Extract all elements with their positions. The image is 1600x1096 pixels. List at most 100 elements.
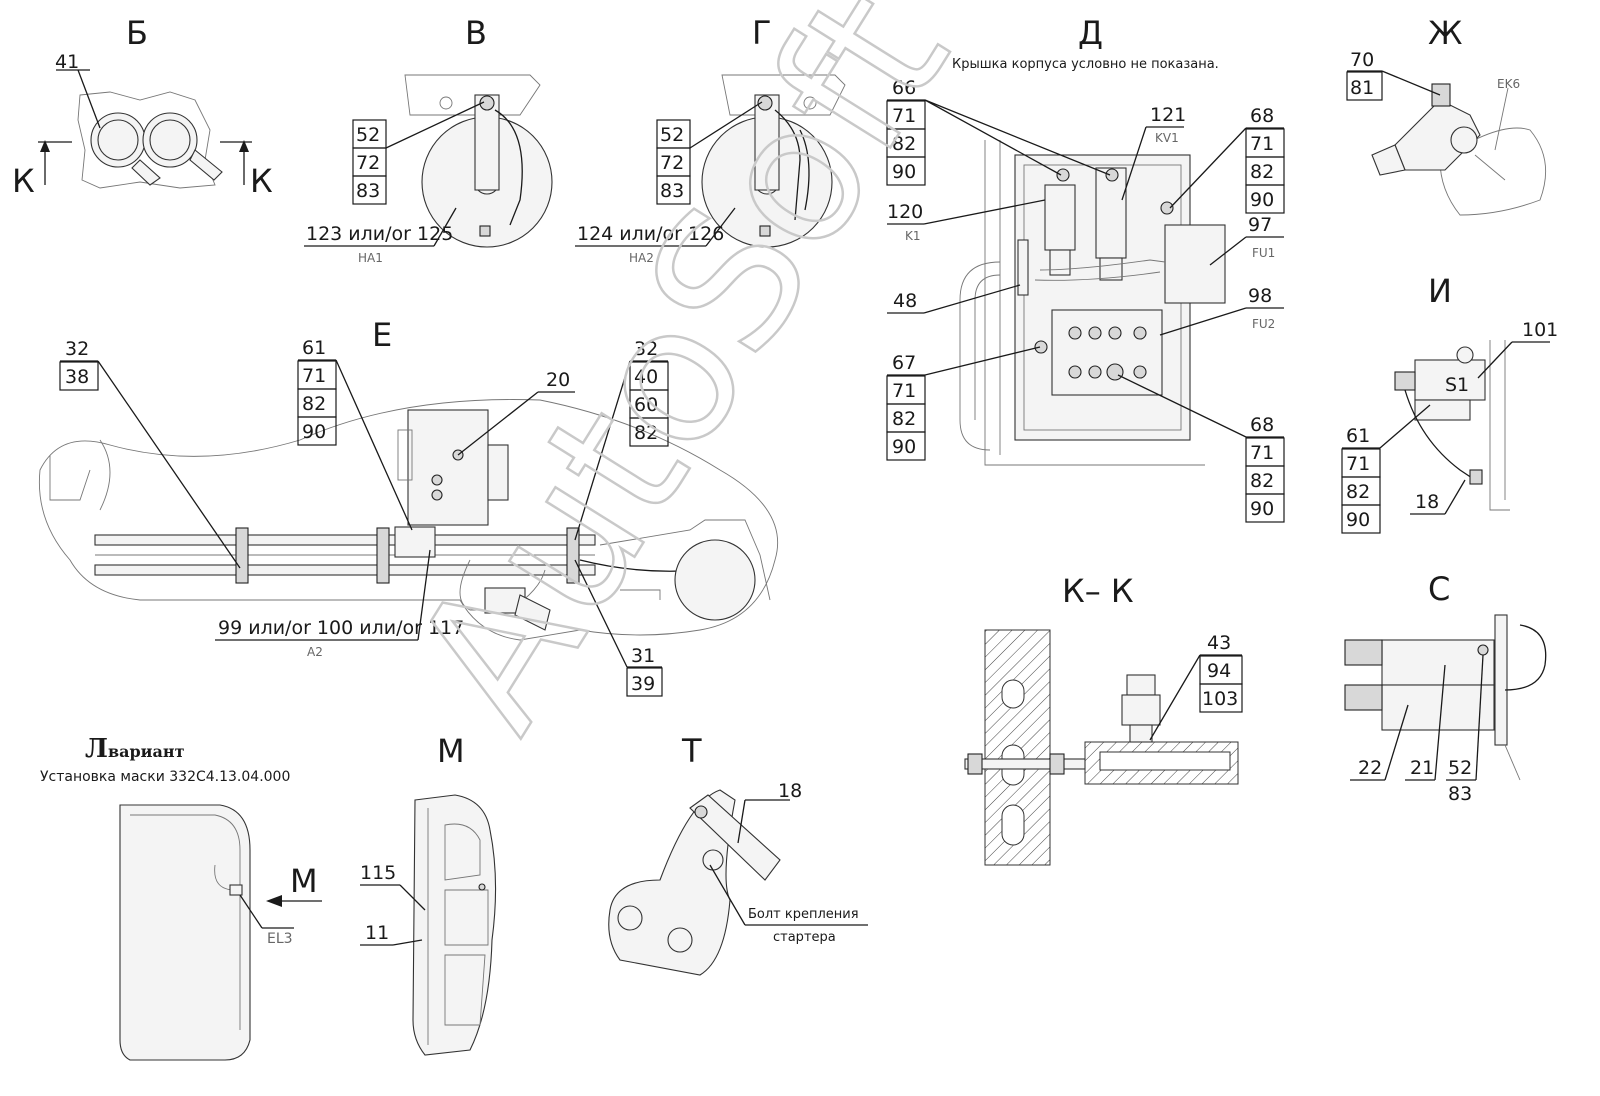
callout-battery-switch: 99 или/or 100 или/or 117 <box>218 617 464 639</box>
svg-text:90: 90 <box>1250 189 1274 211</box>
svg-text:90: 90 <box>1346 509 1370 531</box>
l-variant-word: вариант <box>108 742 185 761</box>
section-k-left: К <box>12 162 35 200</box>
svg-text:71: 71 <box>1250 133 1274 155</box>
svg-text:61: 61 <box>1346 425 1370 447</box>
svg-text:32: 32 <box>65 338 89 360</box>
callout-stack-zh: 70 81 <box>1346 49 1383 101</box>
svg-text:40: 40 <box>634 366 658 388</box>
callout-97: 97 <box>1248 214 1272 236</box>
e-detail-circle <box>674 539 756 621</box>
view-g-title: Г <box>752 14 772 52</box>
svg-text:67: 67 <box>892 352 916 374</box>
svg-text:71: 71 <box>1250 442 1274 464</box>
callout-stack-e-left: 32 38 <box>59 338 99 391</box>
svg-text:82: 82 <box>634 422 658 444</box>
svg-text:82: 82 <box>892 408 916 430</box>
callout-21: 21 <box>1410 757 1434 779</box>
svg-text:82: 82 <box>302 393 326 415</box>
svg-text:31: 31 <box>631 645 655 667</box>
ref-fu1: FU1 <box>1252 246 1275 260</box>
svg-text:71: 71 <box>892 380 916 402</box>
svg-text:52: 52 <box>1448 757 1472 779</box>
callout-stack-66: 66 71 82 90 <box>886 77 926 186</box>
callout-stack-i: 61 71 82 90 <box>1341 425 1381 534</box>
callout-stack-v: 52 72 83 <box>352 119 387 205</box>
ref-ek6: EK6 <box>1497 77 1520 91</box>
svg-text:103: 103 <box>1202 688 1238 710</box>
ref-kv1: KV1 <box>1155 131 1179 145</box>
callout-stack-s: 52 83 <box>1448 757 1472 805</box>
svg-text:70: 70 <box>1350 49 1374 71</box>
view-t-title: Т <box>681 732 702 770</box>
view-s-title: С <box>1428 570 1450 608</box>
svg-text:52: 52 <box>356 124 380 146</box>
svg-text:90: 90 <box>1250 498 1274 520</box>
l-variant: Л вариант Установка маски 332С4.13.04.00… <box>40 734 322 1061</box>
view-e-title: Е <box>372 316 392 354</box>
callout-41: 41 <box>55 51 79 73</box>
view-k-k: К– К 43 94 103 <box>964 572 1243 866</box>
svg-text:66: 66 <box>892 77 916 99</box>
view-v-title: В <box>465 14 487 52</box>
callout-stack-kk: 43 94 103 <box>1199 632 1243 713</box>
view-b: Б 41 К К <box>12 14 273 200</box>
view-t: Т 18 Болт крепления стартера <box>608 732 868 976</box>
svg-text:83: 83 <box>660 180 684 202</box>
callout-20: 20 <box>546 369 570 391</box>
svg-text:82: 82 <box>1346 481 1370 503</box>
view-b-title: Б <box>126 14 148 52</box>
view-i-title: И <box>1428 272 1452 310</box>
ref-ha1: HA1 <box>358 251 383 265</box>
relay-kv1 <box>1095 167 1127 259</box>
callout-115: 115 <box>360 862 396 884</box>
callout-stack-g: 52 72 83 <box>656 119 691 205</box>
view-g: Г 52 72 83 124 или/or 126 HA2 <box>575 14 846 265</box>
svg-text:83: 83 <box>1448 783 1472 805</box>
svg-text:72: 72 <box>356 152 380 174</box>
svg-text:83: 83 <box>356 180 380 202</box>
note-starter-bolt-1: Болт крепления <box>748 907 859 922</box>
svg-text:52: 52 <box>660 124 684 146</box>
l-variant-letter: Л <box>85 734 108 764</box>
callout-stack-e-bottom: 31 39 <box>626 645 663 697</box>
note-starter-bolt-2: стартера <box>773 930 836 945</box>
view-d-title: Д <box>1078 14 1103 52</box>
callout-98: 98 <box>1248 285 1272 307</box>
view-m-title: М <box>437 732 465 770</box>
svg-text:71: 71 <box>1346 453 1370 475</box>
callout-101: 101 <box>1522 319 1558 341</box>
l-variant-subtitle: Установка маски 332С4.13.04.000 <box>40 769 290 785</box>
callout-stack-e-right: 32 40 60 82 <box>629 338 669 447</box>
svg-text:90: 90 <box>302 421 326 443</box>
callout-22: 22 <box>1358 757 1382 779</box>
view-m: М 115 11 <box>360 732 497 1056</box>
svg-text:61: 61 <box>302 337 326 359</box>
view-d: Д Крышка корпуса условно не показана. <box>886 14 1285 523</box>
svg-text:32: 32 <box>634 338 658 360</box>
svg-text:43: 43 <box>1207 632 1231 654</box>
callout-stack-68-top: 68 71 82 90 <box>1245 105 1285 214</box>
svg-text:68: 68 <box>1250 414 1274 436</box>
view-zh: Ж 70 81 EK6 <box>1346 14 1547 216</box>
view-e: Е 32 38 <box>38 316 779 697</box>
svg-text:82: 82 <box>892 133 916 155</box>
svg-text:94: 94 <box>1207 660 1231 682</box>
relay-22 <box>1381 684 1495 731</box>
callout-stack-e-mid: 61 71 82 90 <box>297 337 337 446</box>
view-i: И S1 101 61 71 82 90 18 <box>1341 272 1558 534</box>
svg-text:68: 68 <box>1250 105 1274 127</box>
callout-stack-67: 67 71 82 90 <box>886 352 926 461</box>
callout-18-t: 18 <box>778 780 802 802</box>
fuse-fu1 <box>1164 224 1226 304</box>
svg-text:90: 90 <box>892 436 916 458</box>
svg-text:72: 72 <box>660 152 684 174</box>
svg-text:81: 81 <box>1350 77 1374 99</box>
section-k-right: К <box>250 162 273 200</box>
callout-horn-ha1: 123 или/or 125 <box>306 223 453 245</box>
ref-ha2: HA2 <box>629 251 654 265</box>
ref-s1: S1 <box>1445 374 1469 396</box>
battery-switch-box <box>407 409 489 526</box>
